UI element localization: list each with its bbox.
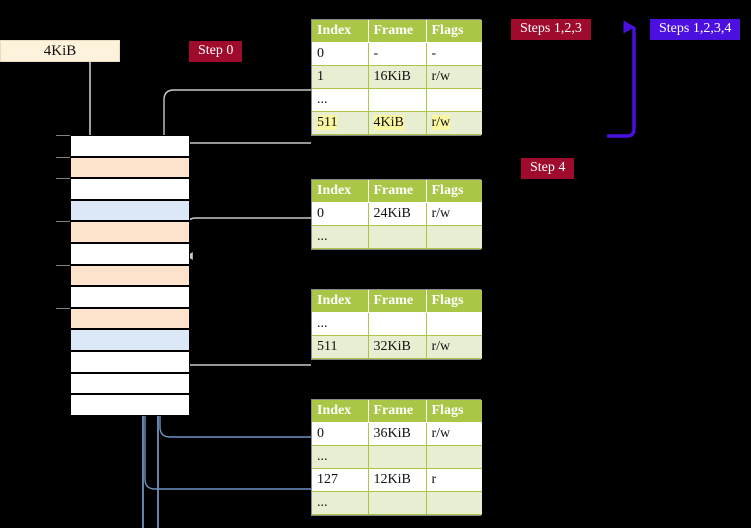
memory-frame-row <box>70 307 190 330</box>
cell-flags: r/w <box>426 202 482 226</box>
cell-flags: r/w <box>426 422 482 446</box>
cell-frame: 12KiB <box>368 468 427 492</box>
table-header-index: Index <box>312 180 369 203</box>
page-size-label: 4KiB <box>43 42 77 59</box>
cell-flags <box>426 445 482 469</box>
table-header-flags: Flags <box>426 20 482 43</box>
cell-flags: r/w <box>426 335 482 359</box>
memory-frame-row <box>70 264 190 287</box>
memory-frame-row <box>70 156 190 179</box>
cell-frame: 32KiB <box>368 335 427 359</box>
steps123-label: Steps 1,2,3 <box>520 21 582 36</box>
cell-index: 0 <box>312 422 369 446</box>
cell-frame: - <box>368 42 427 66</box>
cell-flags <box>426 491 482 515</box>
step4-label: Step 4 <box>530 160 566 175</box>
table-header-frame: Frame <box>368 290 427 313</box>
cell-frame: 16KiB <box>368 65 427 89</box>
table-header-index: Index <box>312 20 369 43</box>
cell-index: ... <box>312 88 369 112</box>
table-row: ... <box>312 225 482 249</box>
highlighted-value: 511 <box>317 115 338 130</box>
table-row: ... <box>312 491 482 515</box>
memory-row-tick <box>56 307 70 309</box>
memory-frame-row <box>70 372 190 395</box>
memory-frame-row <box>70 286 190 308</box>
cell-frame <box>368 88 427 112</box>
table-row: ... <box>312 312 482 336</box>
cell-index: 511 <box>312 111 369 135</box>
physical-memory-column <box>56 135 190 416</box>
table-header-flags: Flags <box>426 180 482 203</box>
steps1234-label: Steps 1,2,3,4 <box>659 21 732 36</box>
cell-index: 127 <box>312 468 369 492</box>
cell-flags <box>426 312 482 336</box>
table-header-flags: Flags <box>426 290 482 313</box>
cell-index: 0 <box>312 42 369 66</box>
cell-flags: r/w <box>426 111 482 135</box>
table-header-index: Index <box>312 400 369 423</box>
cell-index: ... <box>312 491 369 515</box>
table-row: 511 4KiB r/w <box>312 111 482 135</box>
highlighted-value: 4KiB <box>373 115 404 130</box>
memory-row-tick <box>56 264 70 266</box>
cell-frame <box>368 491 427 515</box>
memory-row-tick <box>56 221 70 223</box>
cell-index: 511 <box>312 335 369 359</box>
table-header-flags: Flags <box>426 400 482 423</box>
cell-frame <box>368 225 427 249</box>
cell-index: 0 <box>312 202 369 226</box>
table-header-frame: Frame <box>368 400 427 423</box>
cell-frame <box>368 312 427 336</box>
step0-badge: Step 0 <box>189 41 243 62</box>
cell-index: 1 <box>312 65 369 89</box>
memory-row-tick <box>56 178 70 180</box>
table-header-index: Index <box>312 290 369 313</box>
steps123-badge: Steps 1,2,3 <box>511 19 591 40</box>
memory-frame-row <box>70 351 190 373</box>
table-row: ... <box>312 445 482 469</box>
memory-row-tick <box>56 135 70 136</box>
memory-row-tick <box>56 156 70 158</box>
cell-index: ... <box>312 445 369 469</box>
memory-frame-row <box>70 199 190 222</box>
table-header-frame: Frame <box>368 180 427 203</box>
cell-frame: 36KiB <box>368 422 427 446</box>
memory-frame-row <box>70 221 190 243</box>
highlighted-value: r/w <box>431 115 451 130</box>
step4-badge: Step 4 <box>521 158 575 179</box>
cell-flags: r/w <box>426 65 482 89</box>
memory-frame-row <box>70 243 190 265</box>
cell-index: ... <box>312 225 369 249</box>
memory-frame-row <box>70 178 190 200</box>
cell-flags <box>426 88 482 112</box>
steps1234-badge: Steps 1,2,3,4 <box>650 19 741 40</box>
table-row: ... <box>312 88 482 112</box>
step0-label: Step 0 <box>198 43 234 58</box>
memory-frame-row <box>70 135 190 157</box>
memory-frame-row <box>70 329 190 351</box>
cell-frame: 24KiB <box>368 202 427 226</box>
cell-frame: 4KiB <box>368 111 427 135</box>
cell-index: ... <box>312 312 369 336</box>
cell-flags <box>426 225 482 249</box>
table-header-frame: Frame <box>368 20 427 43</box>
table-row: 0-- <box>312 42 482 66</box>
memory-frame-row <box>70 394 190 416</box>
cell-flags: - <box>426 42 482 66</box>
page-size-box: 4KiB <box>0 40 120 62</box>
cell-frame <box>368 445 427 469</box>
cell-flags: r <box>426 468 482 492</box>
